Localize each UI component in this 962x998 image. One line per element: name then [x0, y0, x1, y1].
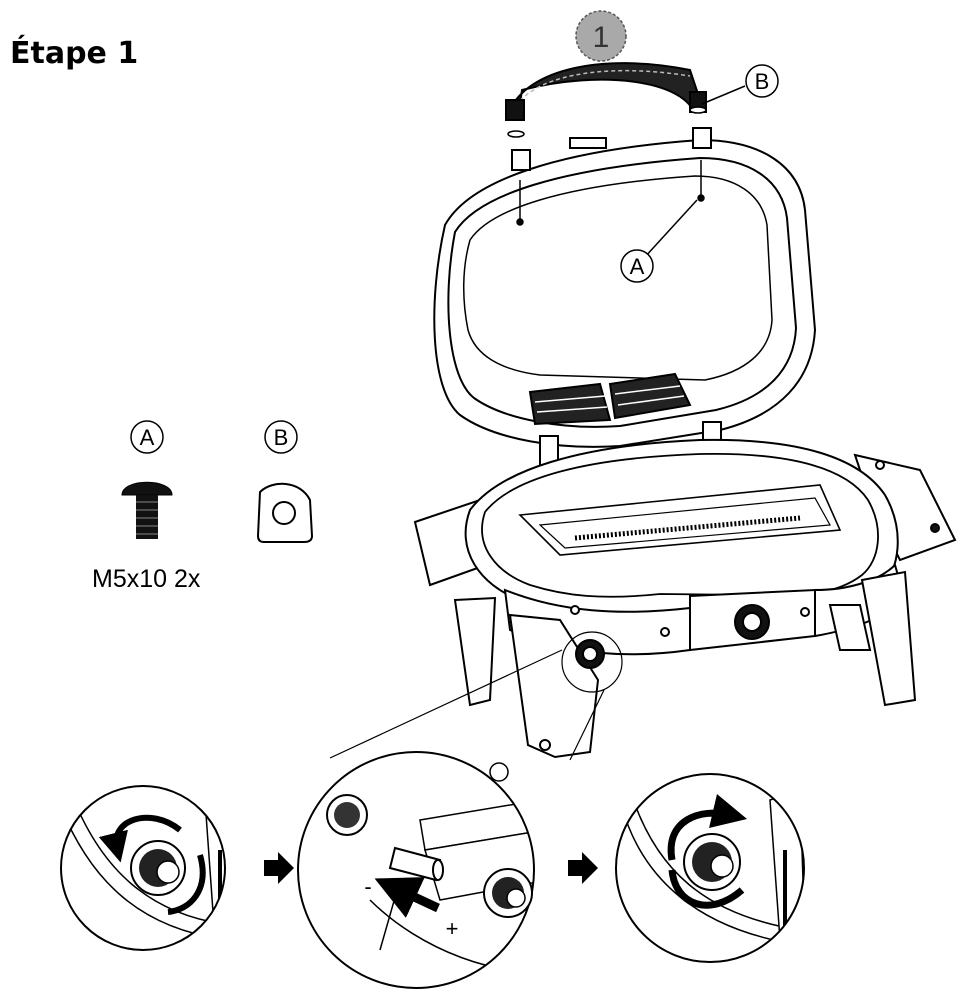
- callout-b-label: B: [755, 69, 770, 94]
- part-a: A: [121, 420, 173, 539]
- regulator-knob-mid: [483, 868, 533, 918]
- grill-lid: [433, 127, 817, 448]
- callout-b: B: [701, 64, 779, 105]
- callout-a: A: [620, 199, 698, 283]
- part-a-label: A: [140, 425, 155, 450]
- battery-icon: [388, 846, 444, 882]
- right-arrow-icon-2: [568, 852, 598, 884]
- callout-a-label: A: [630, 254, 645, 279]
- regulator-knob: [130, 840, 186, 896]
- insert-arrow-icon: [374, 877, 440, 918]
- polarity-minus: -: [364, 874, 371, 899]
- lid-screws: [516, 160, 705, 226]
- washer-pair: [507, 106, 707, 138]
- washer-icon: [256, 482, 314, 543]
- part-b-label: B: [274, 425, 289, 450]
- lid-handle: [505, 62, 707, 121]
- step-title: Étape 1: [10, 36, 139, 71]
- step-badge: 1: [575, 10, 627, 62]
- detail-insert-battery: - +: [297, 751, 535, 989]
- part-b: B: [256, 420, 314, 543]
- rotate-ccw-arrow-icon: [98, 814, 182, 863]
- ignition-cap: [326, 794, 368, 836]
- zoom-indicator: [329, 631, 623, 761]
- part-a-spec: M5x10 2x: [92, 565, 201, 593]
- detail-replace-cap: [615, 773, 805, 963]
- regulator-knob-right: [683, 833, 741, 891]
- step-badge-number: 1: [593, 21, 610, 54]
- grill-base: [413, 421, 957, 759]
- detail-remove-cap: [60, 785, 226, 951]
- rotate-cw-arrow-icon: [667, 793, 748, 861]
- right-arrow-icon: [264, 852, 294, 884]
- screw-icon: [121, 481, 173, 539]
- polarity-plus: +: [446, 916, 459, 941]
